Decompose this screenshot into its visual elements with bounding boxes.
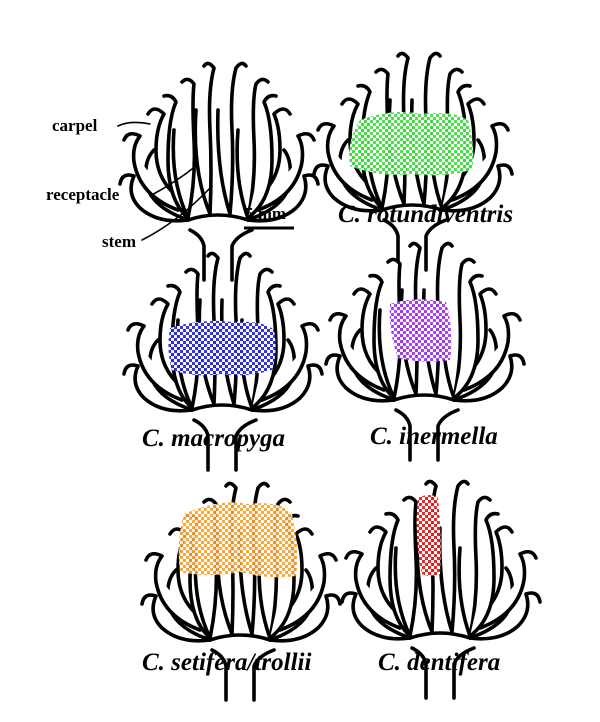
caption-rotundiventris: C. rotundiventris bbox=[338, 201, 513, 228]
flower-macropyga bbox=[122, 251, 324, 472]
caption-setifera-trollii: C. setifera/trollii bbox=[142, 649, 312, 676]
damage-region-blue bbox=[168, 320, 276, 376]
caption-macropyga: C. macropyga bbox=[142, 425, 285, 452]
damage-region-orange bbox=[178, 502, 298, 578]
flower-inermella bbox=[324, 241, 526, 462]
flower-rotundiventris bbox=[312, 51, 514, 272]
carpel-pointer bbox=[117, 121, 151, 127]
scale-label: 5 mm bbox=[245, 204, 286, 223]
caption-dentifera: C. dentifera bbox=[378, 649, 500, 676]
carpel-label: carpel bbox=[52, 116, 98, 135]
caption-inermella: C. inermella bbox=[370, 423, 498, 450]
flower-setifera-trollii bbox=[140, 481, 342, 702]
flower-dentifera bbox=[340, 479, 542, 700]
annotation-labels: carpel receptacle stem 5 mm bbox=[46, 116, 294, 251]
damage-region-purple bbox=[389, 299, 452, 362]
damage-region-red bbox=[416, 495, 441, 576]
flower-reference bbox=[118, 61, 320, 282]
receptacle-label: receptacle bbox=[46, 185, 120, 204]
receptacle-pointer bbox=[149, 165, 197, 197]
stem-pointer bbox=[141, 185, 213, 241]
damage-region-green bbox=[349, 112, 474, 176]
stem-label: stem bbox=[102, 232, 136, 251]
